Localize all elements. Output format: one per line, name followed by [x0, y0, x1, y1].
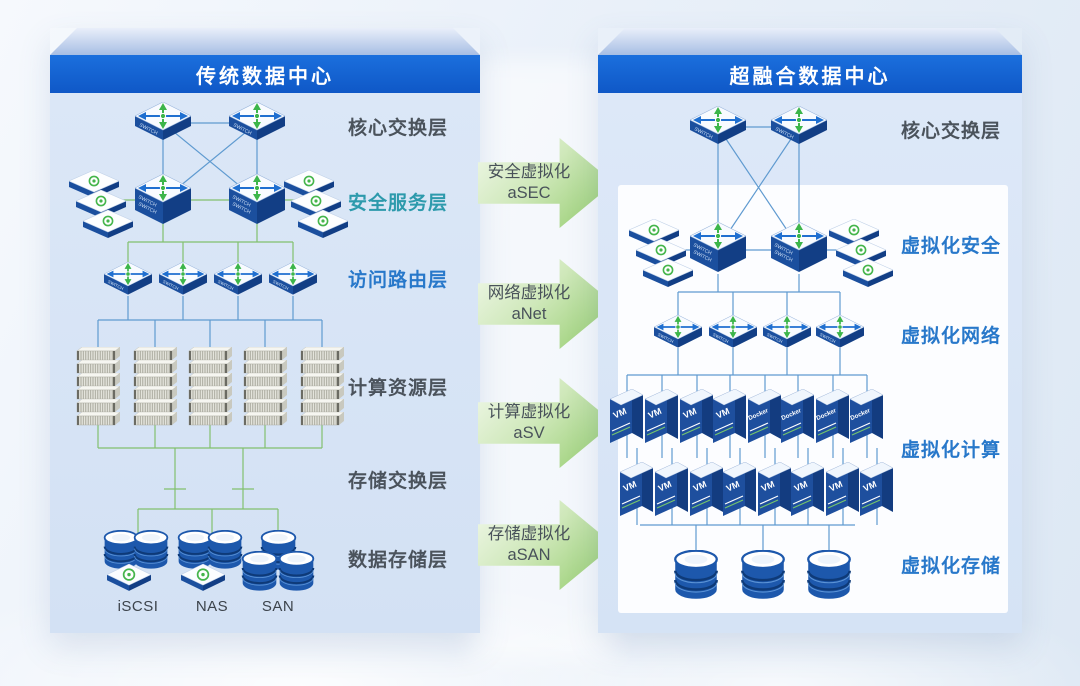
vm-box-icon: VM [825, 461, 860, 520]
virtual-security-stack-icon [629, 219, 693, 291]
access-router-icon [214, 262, 262, 298]
docker-box-icon: Docker [747, 388, 782, 447]
virtual-switch-icon [709, 315, 757, 351]
layer-label-virtual-storage: 虚拟化存储 [901, 556, 1002, 577]
panel-top-face [50, 28, 480, 55]
vm-box-icon: VM [689, 461, 724, 520]
vm-box-icon: VM [679, 388, 714, 447]
docker-box-icon: Docker [849, 388, 884, 447]
arrow-asv-line1: 计算虚拟化 [487, 403, 571, 421]
layer-label-data-storage: 数据存储层 [348, 550, 449, 571]
aggregation-switch-icon [690, 222, 746, 274]
iscsi-storage-icon [101, 530, 177, 596]
vm-box-icon: VM [619, 461, 654, 520]
virtual-switch-icon [763, 315, 811, 351]
left-panel-body: iSCSI NAS SAN 核心交换层 安全服务层 访问路由层 计算资源层 存储… [50, 93, 480, 633]
san-storage-icon [241, 530, 317, 596]
storage-label-iscsi: iSCSI [117, 598, 159, 615]
vm-box-icon: VM [859, 461, 894, 520]
arrow-asan-line1: 存储虚拟化 [487, 525, 571, 543]
server-rack-icon [132, 347, 178, 429]
aggregation-switch-icon [135, 174, 191, 226]
access-router-icon [159, 262, 207, 298]
layer-label-virtual-compute: 虚拟化计算 [901, 440, 1002, 461]
layer-label-core-switching: 核心交换层 [348, 118, 449, 139]
arrow-asec-line1: 安全虚拟化 [487, 163, 571, 181]
vm-box-icon: VM [722, 461, 757, 520]
vm-box-icon: VM [712, 388, 747, 447]
traditional-datacenter-panel: 传统数据中心 [50, 28, 480, 633]
docker-box-icon: Docker [780, 388, 815, 447]
core-switch-icon [771, 106, 827, 148]
layer-label-core-switching: 核心交换层 [901, 121, 1002, 142]
security-appliance-stack-icon [284, 170, 348, 242]
virtual-storage-cylinder-icon [740, 550, 786, 604]
access-router-icon [269, 262, 317, 298]
virtual-storage-cylinder-icon [806, 550, 852, 604]
hyperconverged-datacenter-panel: 超融合数据中心 [598, 28, 1022, 633]
layer-label-virtual-security: 虚拟化安全 [901, 236, 1002, 257]
server-rack-icon [75, 347, 121, 429]
layer-label-access-routing: 访问路由层 [348, 270, 449, 291]
core-switch-icon [135, 102, 191, 144]
layer-label-compute-resource: 计算资源层 [348, 378, 449, 399]
panel-top-face [598, 28, 1022, 55]
server-rack-icon [242, 347, 288, 429]
arrow-anet-line1: 网络虚拟化 [487, 284, 571, 302]
nas-storage-icon [175, 530, 251, 596]
arrow-asv-line2: aSV [513, 424, 545, 442]
core-switch-icon [229, 102, 285, 144]
docker-box-icon: Docker [815, 388, 850, 447]
vm-box-icon: VM [609, 388, 644, 447]
vm-box-icon: VM [644, 388, 679, 447]
arrow-anet-line2: aNet [511, 305, 547, 323]
layer-label-virtual-network: 虚拟化网络 [901, 326, 1002, 347]
aggregation-switch-icon [229, 174, 285, 226]
virtual-switch-icon [654, 315, 702, 351]
vm-box-icon: VM [790, 461, 825, 520]
layer-label-storage-switching: 存储交换层 [348, 471, 449, 492]
access-router-icon [104, 262, 152, 298]
core-switch-icon [690, 106, 746, 148]
arrow-asec-line2: aSEC [507, 184, 551, 202]
virtual-storage-cylinder-icon [673, 550, 719, 604]
aggregation-switch-icon [771, 222, 827, 274]
storage-label-nas: NAS [195, 598, 229, 615]
virtual-security-stack-icon [829, 219, 893, 291]
security-appliance-stack-icon [69, 170, 133, 242]
left-panel-title: 传统数据中心 [50, 55, 480, 93]
vm-box-icon: VM [654, 461, 689, 520]
layer-label-security-service: 安全服务层 [348, 193, 449, 214]
server-rack-icon [299, 347, 345, 429]
arrow-asan-line2: aSAN [507, 546, 551, 564]
storage-label-san: SAN [261, 598, 295, 615]
vm-box-icon: VM [757, 461, 792, 520]
virtual-switch-icon [816, 315, 864, 351]
server-rack-icon [187, 347, 233, 429]
right-panel-title: 超融合数据中心 [598, 55, 1022, 93]
